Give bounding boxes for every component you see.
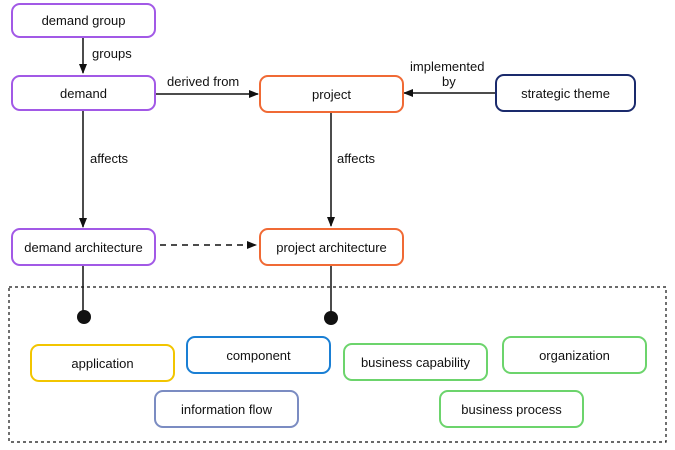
node-demand-architecture[interactable]: demand architecture [11,228,156,266]
node-project[interactable]: project [259,75,404,113]
composition-dot-left [77,310,91,324]
node-component[interactable]: component [186,336,331,374]
edge-label-by: by [442,74,456,89]
edge-label-implemented: implemented [410,59,485,74]
architecture-elements-group [8,286,667,443]
edge-label-derived-from: derived from [167,74,240,89]
node-strategic-theme[interactable]: strategic theme [495,74,636,112]
node-business-capability[interactable]: business capability [343,343,488,381]
node-project-architecture[interactable]: project architecture [259,228,404,266]
edge-label-affects-right: affects [337,151,376,166]
node-information-flow[interactable]: information flow [154,390,299,428]
node-business-process[interactable]: business process [439,390,584,428]
edge-label-groups: groups [92,46,132,61]
node-organization[interactable]: organization [502,336,647,374]
node-demand[interactable]: demand [11,75,156,111]
composition-dot-right [324,311,338,325]
node-application[interactable]: application [30,344,175,382]
node-demand-group[interactable]: demand group [11,3,156,38]
edge-label-affects-left: affects [90,151,129,166]
